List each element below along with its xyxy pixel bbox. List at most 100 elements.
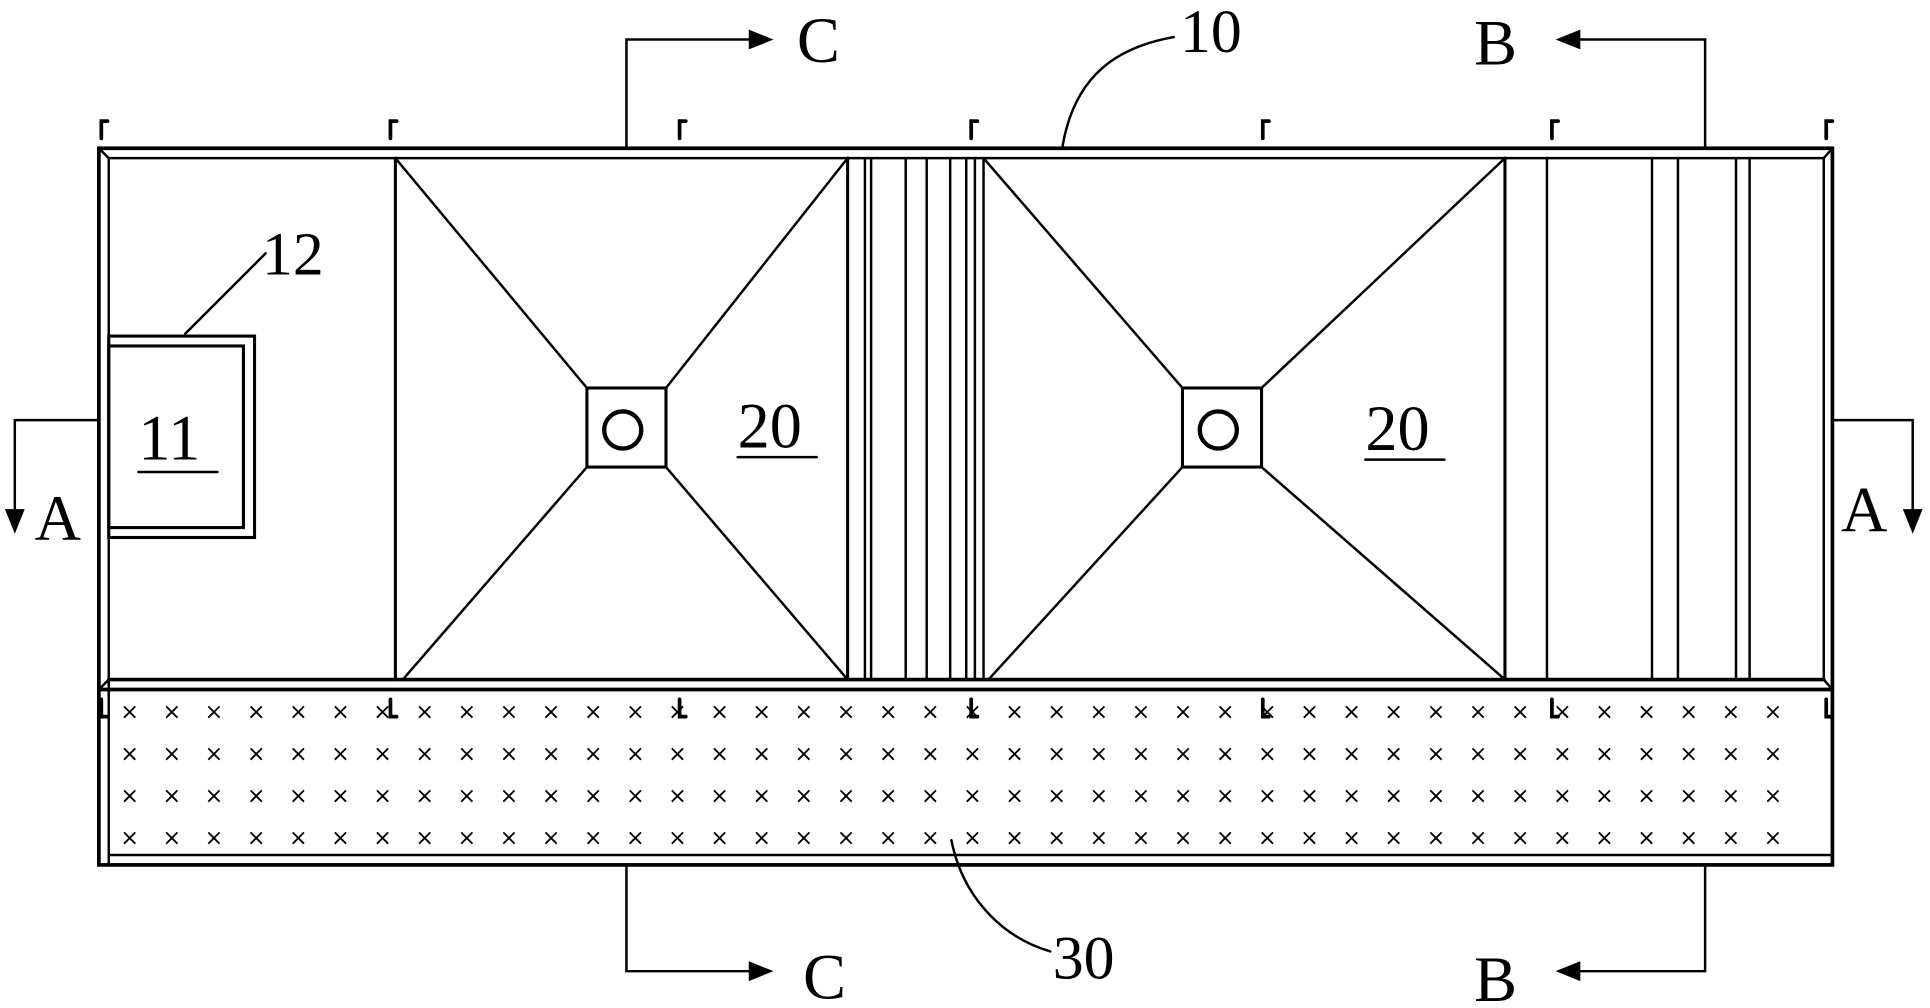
hatch-mark: × [331, 825, 350, 851]
bracket-mark [677, 119, 688, 141]
hatch-mark: × [1132, 699, 1151, 725]
section-b-bottom-arrow [1555, 961, 1581, 982]
hatch-mark: × [710, 825, 729, 851]
hatch-mark: × [1637, 741, 1656, 767]
hatch-mark: × [963, 783, 982, 809]
hatch-mark: × [1005, 783, 1024, 809]
rail-bevel-left [97, 678, 110, 691]
hatch-mark: × [205, 699, 224, 725]
section-a-right-label: A [1841, 474, 1887, 545]
hatch-mark: × [1595, 699, 1614, 725]
unit-left-nozzle-icon [602, 409, 644, 451]
hatch-mark: × [1342, 825, 1361, 851]
label-30: 30 [1053, 925, 1115, 993]
hatch-mark: × [752, 699, 771, 725]
bracket-mark [1550, 119, 1560, 141]
hatch-mark: × [1679, 699, 1698, 725]
hatch-mark: × [795, 825, 814, 851]
hatch-mark: × [205, 825, 224, 851]
hatch-mark: × [1384, 783, 1403, 809]
hatch-mark: × [331, 699, 350, 725]
hatch-mark: × [1174, 783, 1193, 809]
hatch-mark: × [1722, 741, 1741, 767]
hatch-mark: × [542, 825, 561, 851]
hatch-mark: × [837, 825, 856, 851]
hatch-mark: × [1553, 783, 1572, 809]
hatch-mark: × [1005, 825, 1024, 851]
section-c-top-label: C [797, 5, 840, 76]
hatch-mark: × [289, 825, 308, 851]
hatch-mark: × [205, 741, 224, 767]
hatch-mark: × [1637, 825, 1656, 851]
hatch-mark: × [1132, 741, 1151, 767]
unit-right-diagonal-tl [982, 156, 1184, 390]
hatch-mark: × [1469, 741, 1488, 767]
hatch-mark: × [500, 825, 519, 851]
hatch-mark: × [415, 825, 434, 851]
hatch-mark: × [584, 825, 603, 851]
hatch-mark: × [1722, 699, 1741, 725]
hatch-mark: × [668, 741, 687, 767]
hatch-mark: × [163, 825, 182, 851]
bracket-mark [677, 697, 688, 719]
hatch-mark: × [1679, 741, 1698, 767]
hatch-mark: × [247, 741, 266, 767]
hatch-mark: × [542, 741, 561, 767]
hatch-mark: × [1300, 783, 1319, 809]
right-slats [1545, 156, 1751, 681]
bracket-mark [1824, 697, 1835, 719]
hatch-mark: × [752, 741, 771, 767]
hatch-mark: × [500, 783, 519, 809]
hatch-mark: × [1553, 741, 1572, 767]
bracket-mark [388, 697, 399, 719]
hatch-mark: × [1342, 741, 1361, 767]
top-brackets [99, 119, 1835, 141]
hatch-mark: × [795, 783, 814, 809]
hatch-mark: × [1511, 825, 1530, 851]
section-c-top-line [625, 38, 755, 150]
hatch-mark: × [1258, 783, 1277, 809]
bracket-mark [1824, 119, 1835, 141]
hatch-mark: × [879, 699, 898, 725]
hatch-mark: × [1679, 783, 1698, 809]
hatch-mark: × [1595, 741, 1614, 767]
unit-right-nozzle-icon [1197, 409, 1239, 451]
label-20-left: 20 [738, 390, 802, 461]
hatch-mark: × [963, 699, 982, 725]
hatch-mark: × [584, 699, 603, 725]
hatch-mark: × [120, 825, 139, 851]
hatch-mark: × [1384, 699, 1403, 725]
hatch-mark: × [457, 699, 476, 725]
hatch-mark: × [163, 741, 182, 767]
hatch-mark: × [1300, 825, 1319, 851]
hatch-mark: × [163, 699, 182, 725]
hatch-mark: × [1469, 825, 1488, 851]
top-bevel-left [97, 147, 110, 160]
hatch-mark: × [1089, 741, 1108, 767]
hatch-mark: × [668, 699, 687, 725]
hatch-mark: × [163, 783, 182, 809]
hatch-mark: × [837, 741, 856, 767]
hatch-mark: × [457, 783, 476, 809]
bracket-mark [99, 119, 110, 141]
hatch-mark: × [542, 699, 561, 725]
hatch-mark: × [1132, 825, 1151, 851]
hatch-mark: × [415, 699, 434, 725]
bracket-mark [1550, 697, 1560, 719]
section-a-left-arrow [4, 509, 25, 534]
hatch-mark: × [1047, 741, 1066, 767]
hatch-mark: × [289, 741, 308, 767]
hatch-mark: × [1174, 825, 1193, 851]
hatch-mark: × [1089, 783, 1108, 809]
hatch-mark: × [1511, 699, 1530, 725]
hatch-mark: × [921, 741, 940, 767]
hatch-mark: × [247, 825, 266, 851]
bracket-mark [388, 119, 399, 141]
hatch-mark: × [1427, 741, 1446, 767]
bracket-mark [1260, 119, 1271, 141]
hatch-mark: × [1047, 783, 1066, 809]
hatch-mark: × [500, 699, 519, 725]
hatch-mark: × [1216, 783, 1235, 809]
unit-left-hub [585, 386, 668, 469]
